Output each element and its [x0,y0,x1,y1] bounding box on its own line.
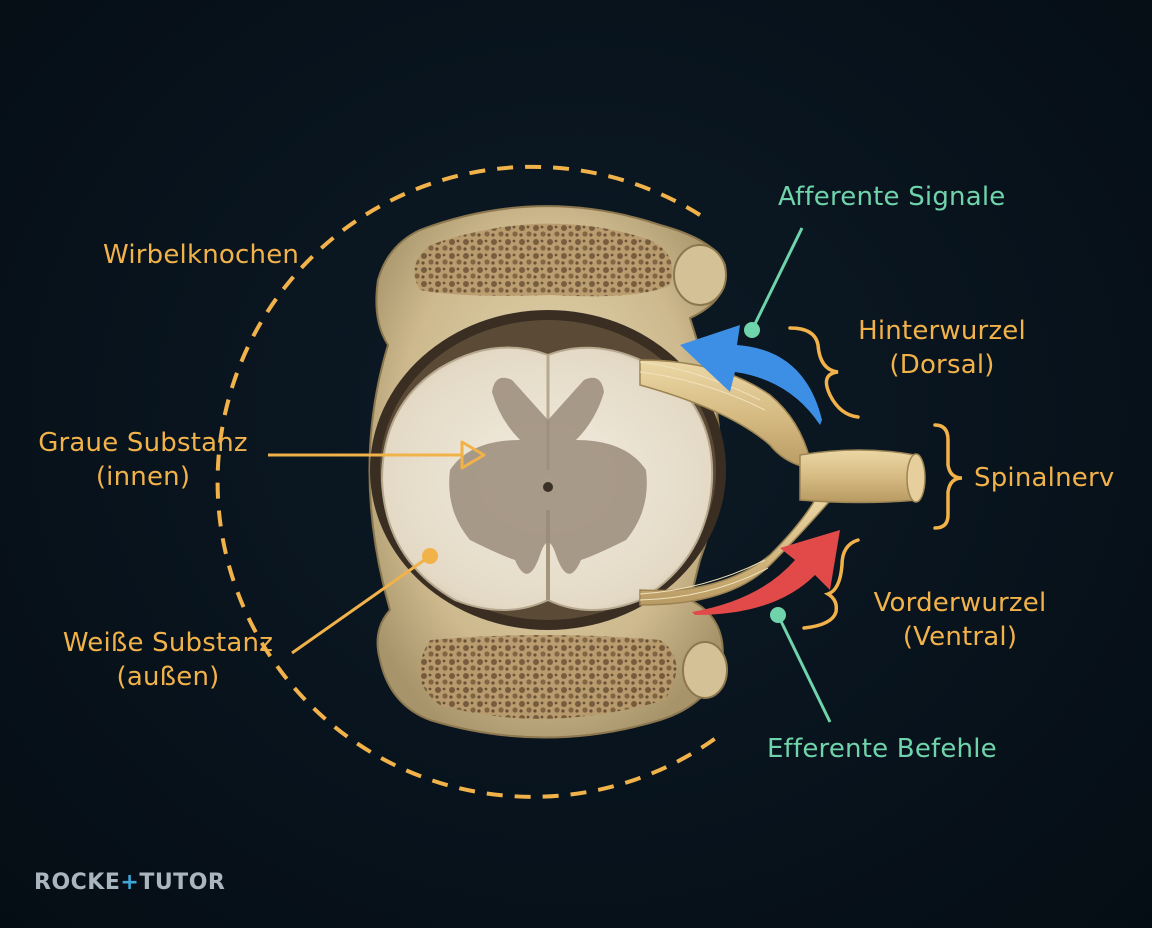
label-weisse-substanz-line1: Weiße Substanz [62,628,274,658]
label-efferente-befehle: Efferente Befehle [767,734,997,764]
logo-part1: ROCKE [34,870,121,895]
logo-part2: TUTOR [139,870,226,895]
grey-matter [449,377,647,574]
vertebra-outline-dashed [215,164,722,799]
leader-efferent [776,614,832,723]
label-graue-substanz-line2: (innen) [95,462,191,492]
label-spinalnerv: Spinalnerv [974,463,1115,493]
label-hinterwurzel-line1: Hinterwurzel [858,316,1026,346]
label-weisse-substanz-line2: (außen) [116,662,220,692]
label-vorderwurzel-line2: (Ventral) [902,622,1018,652]
afferent-arrow [680,325,822,425]
brand-logo: ROCKE+TUTOR [34,870,225,895]
brace-spinalnerv [933,423,963,530]
label-hinterwurzel: Hinterwurzel (Dorsal) [842,314,1042,382]
label-wirbelknochen: Wirbelknochen [103,240,300,270]
efferent-arrow [692,530,840,615]
label-weisse-substanz: Weiße Substanz (außen) [52,626,284,694]
label-hinterwurzel-line2: (Dorsal) [889,350,995,380]
logo-plus: + [120,870,140,895]
label-vorderwurzel: Vorderwurzel (Ventral) [860,586,1060,654]
brace-vorderwurzel [802,538,860,630]
leader-weisse-substanz [291,554,431,655]
leader-afferent [750,227,804,331]
spinal-cord [380,346,714,611]
label-vorderwurzel-line1: Vorderwurzel [873,588,1047,618]
brace-hinterwurzel [788,326,860,419]
label-graue-substanz-line1: Graue Substanz [38,428,248,458]
label-afferente-signale: Afferente Signale [778,182,1006,212]
label-graue-substanz: Graue Substanz (innen) [30,426,256,494]
